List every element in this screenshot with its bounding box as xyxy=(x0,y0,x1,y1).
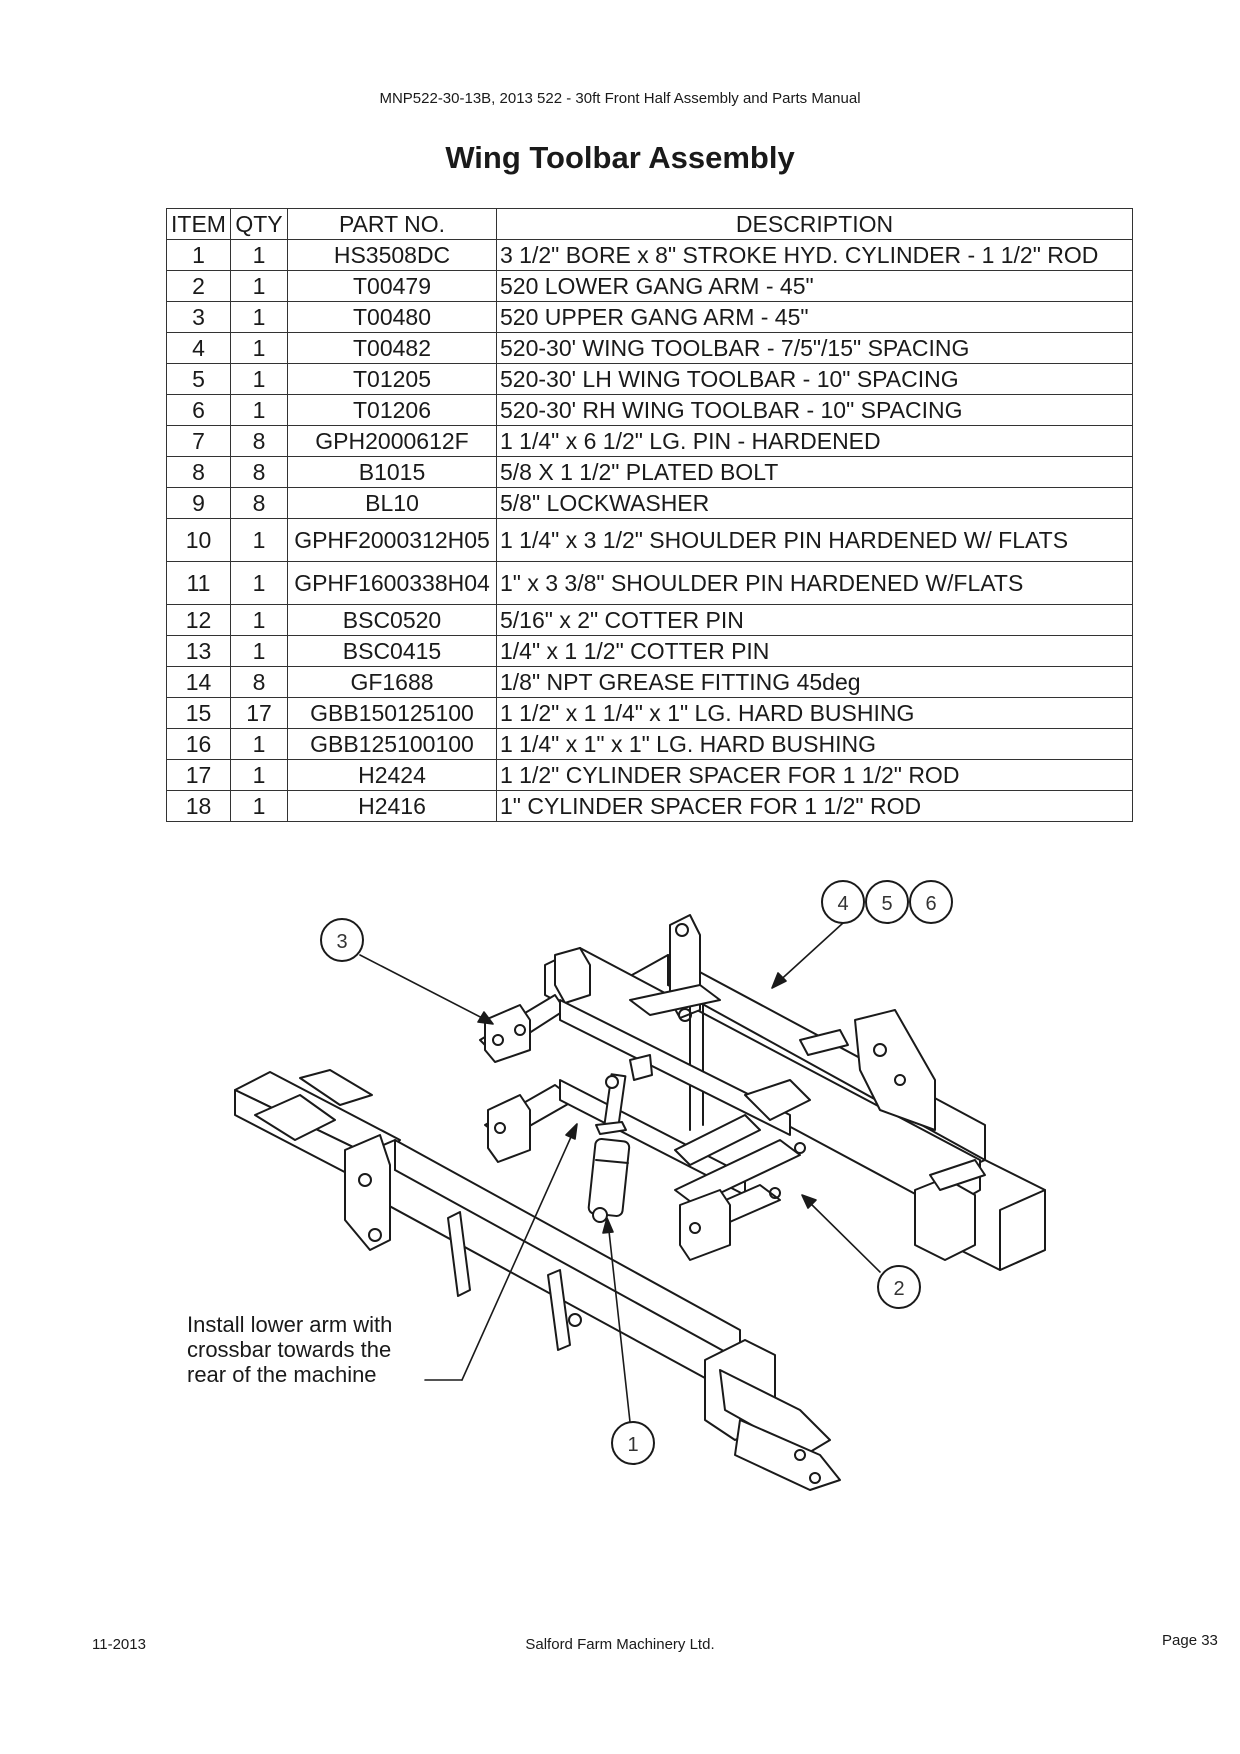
cell-description: 1 1/4" x 3 1/2" SHOULDER PIN HARDENED W/… xyxy=(496,518,1133,562)
cell-description: 3 1/2" BORE x 8" STROKE HYD. CYLINDER - … xyxy=(496,239,1133,271)
cell-item: 18 xyxy=(166,790,231,822)
cell-part-no: T00480 xyxy=(287,301,497,333)
footer-company: Salford Farm Machinery Ltd. xyxy=(525,1636,715,1653)
cell-description: 1" CYLINDER SPACER FOR 1 1/2" ROD xyxy=(496,790,1133,822)
callout-label: 3 xyxy=(336,931,347,953)
cell-description: 520 LOWER GANG ARM - 45" xyxy=(496,270,1133,302)
note-line: Install lower arm with xyxy=(187,1312,393,1337)
callout-label: 4 xyxy=(837,893,848,915)
table-row: 13 1 BSC0415 1/4" x 1 1/2" COTTER PIN xyxy=(166,635,1133,667)
cell-item: 17 xyxy=(166,759,231,791)
parts-table: ITEM QTY PART NO. DESCRIPTION 1 1 HS3508… xyxy=(166,208,1133,822)
footer-date: 11-2013 xyxy=(92,1636,146,1653)
page-title: Wing Toolbar Assembly xyxy=(445,140,795,175)
cell-qty: 17 xyxy=(230,697,288,729)
cell-description: 520-30' WING TOOLBAR - 7/5"/15" SPACING xyxy=(496,332,1133,364)
cell-part-no: GBB150125100 xyxy=(287,697,497,729)
cell-item: 15 xyxy=(166,697,231,729)
callout-label: 1 xyxy=(627,1434,638,1456)
callout-label: 2 xyxy=(893,1278,904,1300)
cell-qty: 1 xyxy=(230,270,288,302)
cell-part-no: GPHF1600338H04 xyxy=(287,561,497,605)
cell-item: 1 xyxy=(166,239,231,271)
cell-qty: 1 xyxy=(230,635,288,667)
cell-qty: 1 xyxy=(230,728,288,760)
cell-description: 520-30' LH WING TOOLBAR - 10" SPACING xyxy=(496,363,1133,395)
cell-part-no: GBB125100100 xyxy=(287,728,497,760)
callout-6: 6 xyxy=(909,880,953,924)
cell-qty: 1 xyxy=(230,332,288,364)
cell-item: 13 xyxy=(166,635,231,667)
callout-label: 6 xyxy=(925,893,936,915)
callout-4: 4 xyxy=(821,880,865,924)
table-row: 12 1 BSC0520 5/16" x 2" COTTER PIN xyxy=(166,604,1133,636)
cell-part-no: GPH2000612F xyxy=(287,425,497,457)
cell-qty: 8 xyxy=(230,425,288,457)
table-row: 10 1 GPHF2000312H05 1 1/4" x 3 1/2" SHOU… xyxy=(166,518,1133,562)
document-header: MNP522-30-13B, 2013 522 - 30ft Front Hal… xyxy=(379,90,861,107)
cell-part-no: GPHF2000312H05 xyxy=(287,518,497,562)
cell-part-no: H2424 xyxy=(287,759,497,791)
table-row: 2 1 T00479 520 LOWER GANG ARM - 45" xyxy=(166,270,1133,302)
cell-part-no: T00479 xyxy=(287,270,497,302)
table-row: 17 1 H2424 1 1/2" CYLINDER SPACER FOR 1 … xyxy=(166,759,1133,791)
cell-item: 4 xyxy=(166,332,231,364)
column-header-description: DESCRIPTION xyxy=(496,208,1133,240)
lower-gang-arm xyxy=(484,1079,806,1261)
table-row: 1 1 HS3508DC 3 1/2" BORE x 8" STROKE HYD… xyxy=(166,239,1133,271)
cell-description: 1/4" x 1 1/2" COTTER PIN xyxy=(496,635,1133,667)
cell-qty: 1 xyxy=(230,604,288,636)
hydraulic-cylinder xyxy=(587,1054,653,1223)
table-row: 4 1 T00482 520-30' WING TOOLBAR - 7/5"/1… xyxy=(166,332,1133,364)
cell-qty: 1 xyxy=(230,759,288,791)
cell-description: 520 UPPER GANG ARM - 45" xyxy=(496,301,1133,333)
leader-lines xyxy=(359,922,881,1423)
cell-item: 11 xyxy=(166,561,231,605)
cell-description: 1 1/2" x 1 1/4" x 1" LG. HARD BUSHING xyxy=(496,697,1133,729)
table-row: 16 1 GBB125100100 1 1/4" x 1" x 1" LG. H… xyxy=(166,728,1133,760)
cell-item: 5 xyxy=(166,363,231,395)
cell-qty: 1 xyxy=(230,518,288,562)
callout-2: 2 xyxy=(877,1265,921,1309)
cell-qty: 1 xyxy=(230,301,288,333)
cell-part-no: BSC0415 xyxy=(287,635,497,667)
cell-description: 1 1/2" CYLINDER SPACER FOR 1 1/2" ROD xyxy=(496,759,1133,791)
table-header-row: ITEM QTY PART NO. DESCRIPTION xyxy=(166,208,1133,240)
cell-part-no: B1015 xyxy=(287,456,497,488)
table-row: 15 17 GBB150125100 1 1/2" x 1 1/4" x 1" … xyxy=(166,697,1133,729)
cell-item: 14 xyxy=(166,666,231,698)
cell-item: 12 xyxy=(166,604,231,636)
table-row: 5 1 T01205 520-30' LH WING TOOLBAR - 10"… xyxy=(166,363,1133,395)
callout-3: 3 xyxy=(320,918,364,962)
note-line: rear of the machine xyxy=(187,1362,377,1387)
callout-1: 1 xyxy=(611,1421,655,1465)
callout-5: 5 xyxy=(865,880,909,924)
page-number: Page 33 xyxy=(1162,1632,1218,1649)
assembly-note: Install lower arm with crossbar towards … xyxy=(187,1312,392,1387)
note-line: crossbar towards the xyxy=(187,1337,392,1362)
upper-gang-arm xyxy=(479,994,811,1136)
cell-item: 10 xyxy=(166,518,231,562)
cell-part-no: T01205 xyxy=(287,363,497,395)
cell-item: 7 xyxy=(166,425,231,457)
callout-label: 5 xyxy=(881,893,892,915)
table-row: 3 1 T00480 520 UPPER GANG ARM - 45" xyxy=(166,301,1133,333)
cell-qty: 1 xyxy=(230,561,288,605)
cell-description: 5/8" LOCKWASHER xyxy=(496,487,1133,519)
cell-part-no: T01206 xyxy=(287,394,497,426)
cell-description: 5/16" x 2" COTTER PIN xyxy=(496,604,1133,636)
center-frame xyxy=(234,1069,841,1491)
table-row: 7 8 GPH2000612F 1 1/4" x 6 1/2" LG. PIN … xyxy=(166,425,1133,457)
table-row: 18 1 H2416 1" CYLINDER SPACER FOR 1 1/2"… xyxy=(166,790,1133,822)
cell-description: 1/8" NPT GREASE FITTING 45deg xyxy=(496,666,1133,698)
cell-part-no: H2416 xyxy=(287,790,497,822)
cell-qty: 1 xyxy=(230,790,288,822)
table-row: 9 8 BL10 5/8" LOCKWASHER xyxy=(166,487,1133,519)
wing-toolbar xyxy=(544,914,1046,1271)
